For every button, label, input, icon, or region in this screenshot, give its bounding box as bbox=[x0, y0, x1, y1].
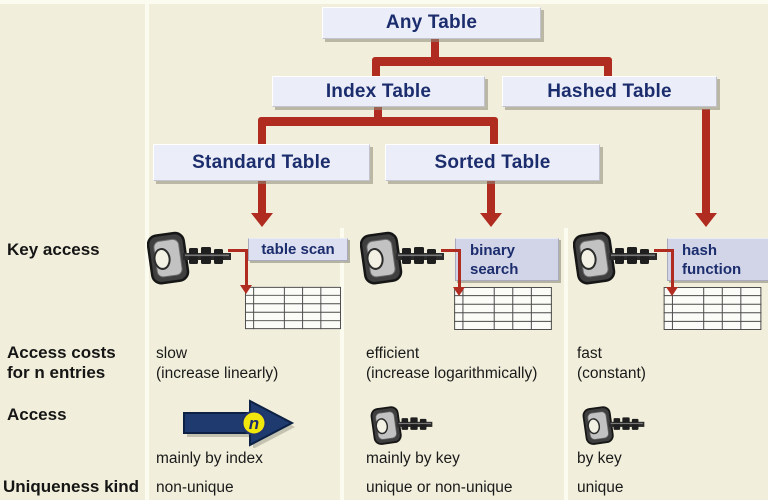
key-arrow-segment bbox=[671, 249, 674, 289]
row-label-access-costs: Access costs for n entries bbox=[7, 343, 116, 383]
tree-node-hashed-table: Hashed Table bbox=[502, 76, 717, 107]
arrow-sorted-head bbox=[480, 213, 502, 227]
tree-node-label: Standard Table bbox=[192, 151, 331, 173]
arrow-sorted-to-row bbox=[487, 181, 495, 214]
column-divider bbox=[145, 0, 149, 500]
mini-table-icon bbox=[453, 287, 553, 330]
key-arrow-head bbox=[240, 285, 252, 294]
access-cost-value: fast bbox=[577, 345, 602, 362]
row-label-uniqueness: Uniqueness kind bbox=[3, 477, 140, 496]
connector-drop-sorted bbox=[490, 120, 498, 145]
access-by-standard: mainly by index bbox=[156, 450, 263, 467]
tree-node-label: Sorted Table bbox=[434, 151, 551, 173]
key-arrow-head bbox=[453, 287, 465, 296]
row-label-key-access: Key access bbox=[7, 240, 100, 259]
row-divider bbox=[0, 0, 768, 3]
key-arrow-segment bbox=[654, 249, 674, 252]
access-by-sorted: mainly by key bbox=[366, 450, 460, 467]
key-arrow-segment bbox=[245, 249, 248, 287]
key-arrow-head bbox=[666, 287, 678, 296]
connector-index-stub bbox=[374, 106, 382, 119]
key-icon bbox=[573, 230, 659, 286]
uniqueness-hashed: unique bbox=[577, 479, 624, 496]
row-label-line: Access costs bbox=[7, 343, 116, 362]
access-by-hashed: by key bbox=[577, 450, 622, 467]
key-icon bbox=[360, 230, 446, 286]
tree-node-label: Hashed Table bbox=[547, 80, 672, 102]
access-cost-detail: (increase linearly) bbox=[156, 365, 279, 382]
uniqueness-standard: non-unique bbox=[156, 479, 234, 496]
arrow-hashed-head bbox=[695, 213, 717, 227]
connector-level2-bar bbox=[372, 57, 612, 66]
key-arrow-segment bbox=[441, 249, 461, 252]
key-arrow-segment bbox=[228, 249, 248, 252]
connector-root-stub bbox=[431, 39, 439, 60]
tree-node-sorted-table: Sorted Table bbox=[385, 144, 600, 181]
index-arrow-with-n-icon: n bbox=[183, 399, 295, 448]
row-label-access: Access bbox=[7, 405, 67, 424]
connector-drop-index bbox=[372, 60, 380, 77]
mini-table-icon bbox=[245, 286, 341, 330]
method-label: hash function bbox=[682, 241, 742, 278]
tree-node-label: Any Table bbox=[385, 12, 478, 33]
key-arrow-segment bbox=[458, 249, 461, 289]
connector-drop-hashed bbox=[604, 60, 612, 77]
row-label-line: for n entries bbox=[7, 363, 106, 382]
column-divider bbox=[564, 228, 568, 500]
column-divider bbox=[340, 228, 344, 500]
access-cost-hashed: fast (constant) bbox=[577, 344, 646, 384]
uniqueness-sorted: unique or non-unique bbox=[366, 479, 513, 496]
access-cost-detail: (constant) bbox=[577, 365, 646, 382]
key-icon bbox=[147, 230, 233, 286]
arrow-standard-head bbox=[251, 213, 273, 227]
tree-node-any-table: Any Table bbox=[322, 7, 541, 39]
tree-node-index-table: Index Table bbox=[272, 76, 485, 107]
tree-node-standard-table: Standard Table bbox=[153, 144, 370, 181]
tree-node-label: Index Table bbox=[325, 80, 432, 102]
access-cost-value: efficient bbox=[366, 345, 420, 362]
method-box-table-scan: table scan bbox=[248, 238, 348, 261]
n-badge-letter: n bbox=[249, 414, 259, 433]
method-label: binary search bbox=[470, 241, 519, 278]
connector-level3-bar bbox=[258, 117, 498, 126]
access-cost-detail: (increase logarithmically) bbox=[366, 365, 538, 382]
key-icon bbox=[581, 405, 646, 446]
arrow-hashed-to-row bbox=[702, 109, 710, 214]
method-box-binary-search: binary search bbox=[455, 238, 559, 281]
arrow-standard-to-row bbox=[258, 181, 266, 214]
method-label: table scan bbox=[261, 241, 335, 258]
method-box-hash-function: hash function bbox=[667, 238, 768, 281]
access-cost-standard: slow (increase linearly) bbox=[156, 344, 278, 384]
access-cost-value: slow bbox=[156, 345, 188, 362]
access-cost-sorted: efficient (increase logarithmically) bbox=[366, 344, 537, 384]
connector-drop-standard bbox=[258, 120, 266, 145]
key-icon bbox=[369, 405, 434, 446]
